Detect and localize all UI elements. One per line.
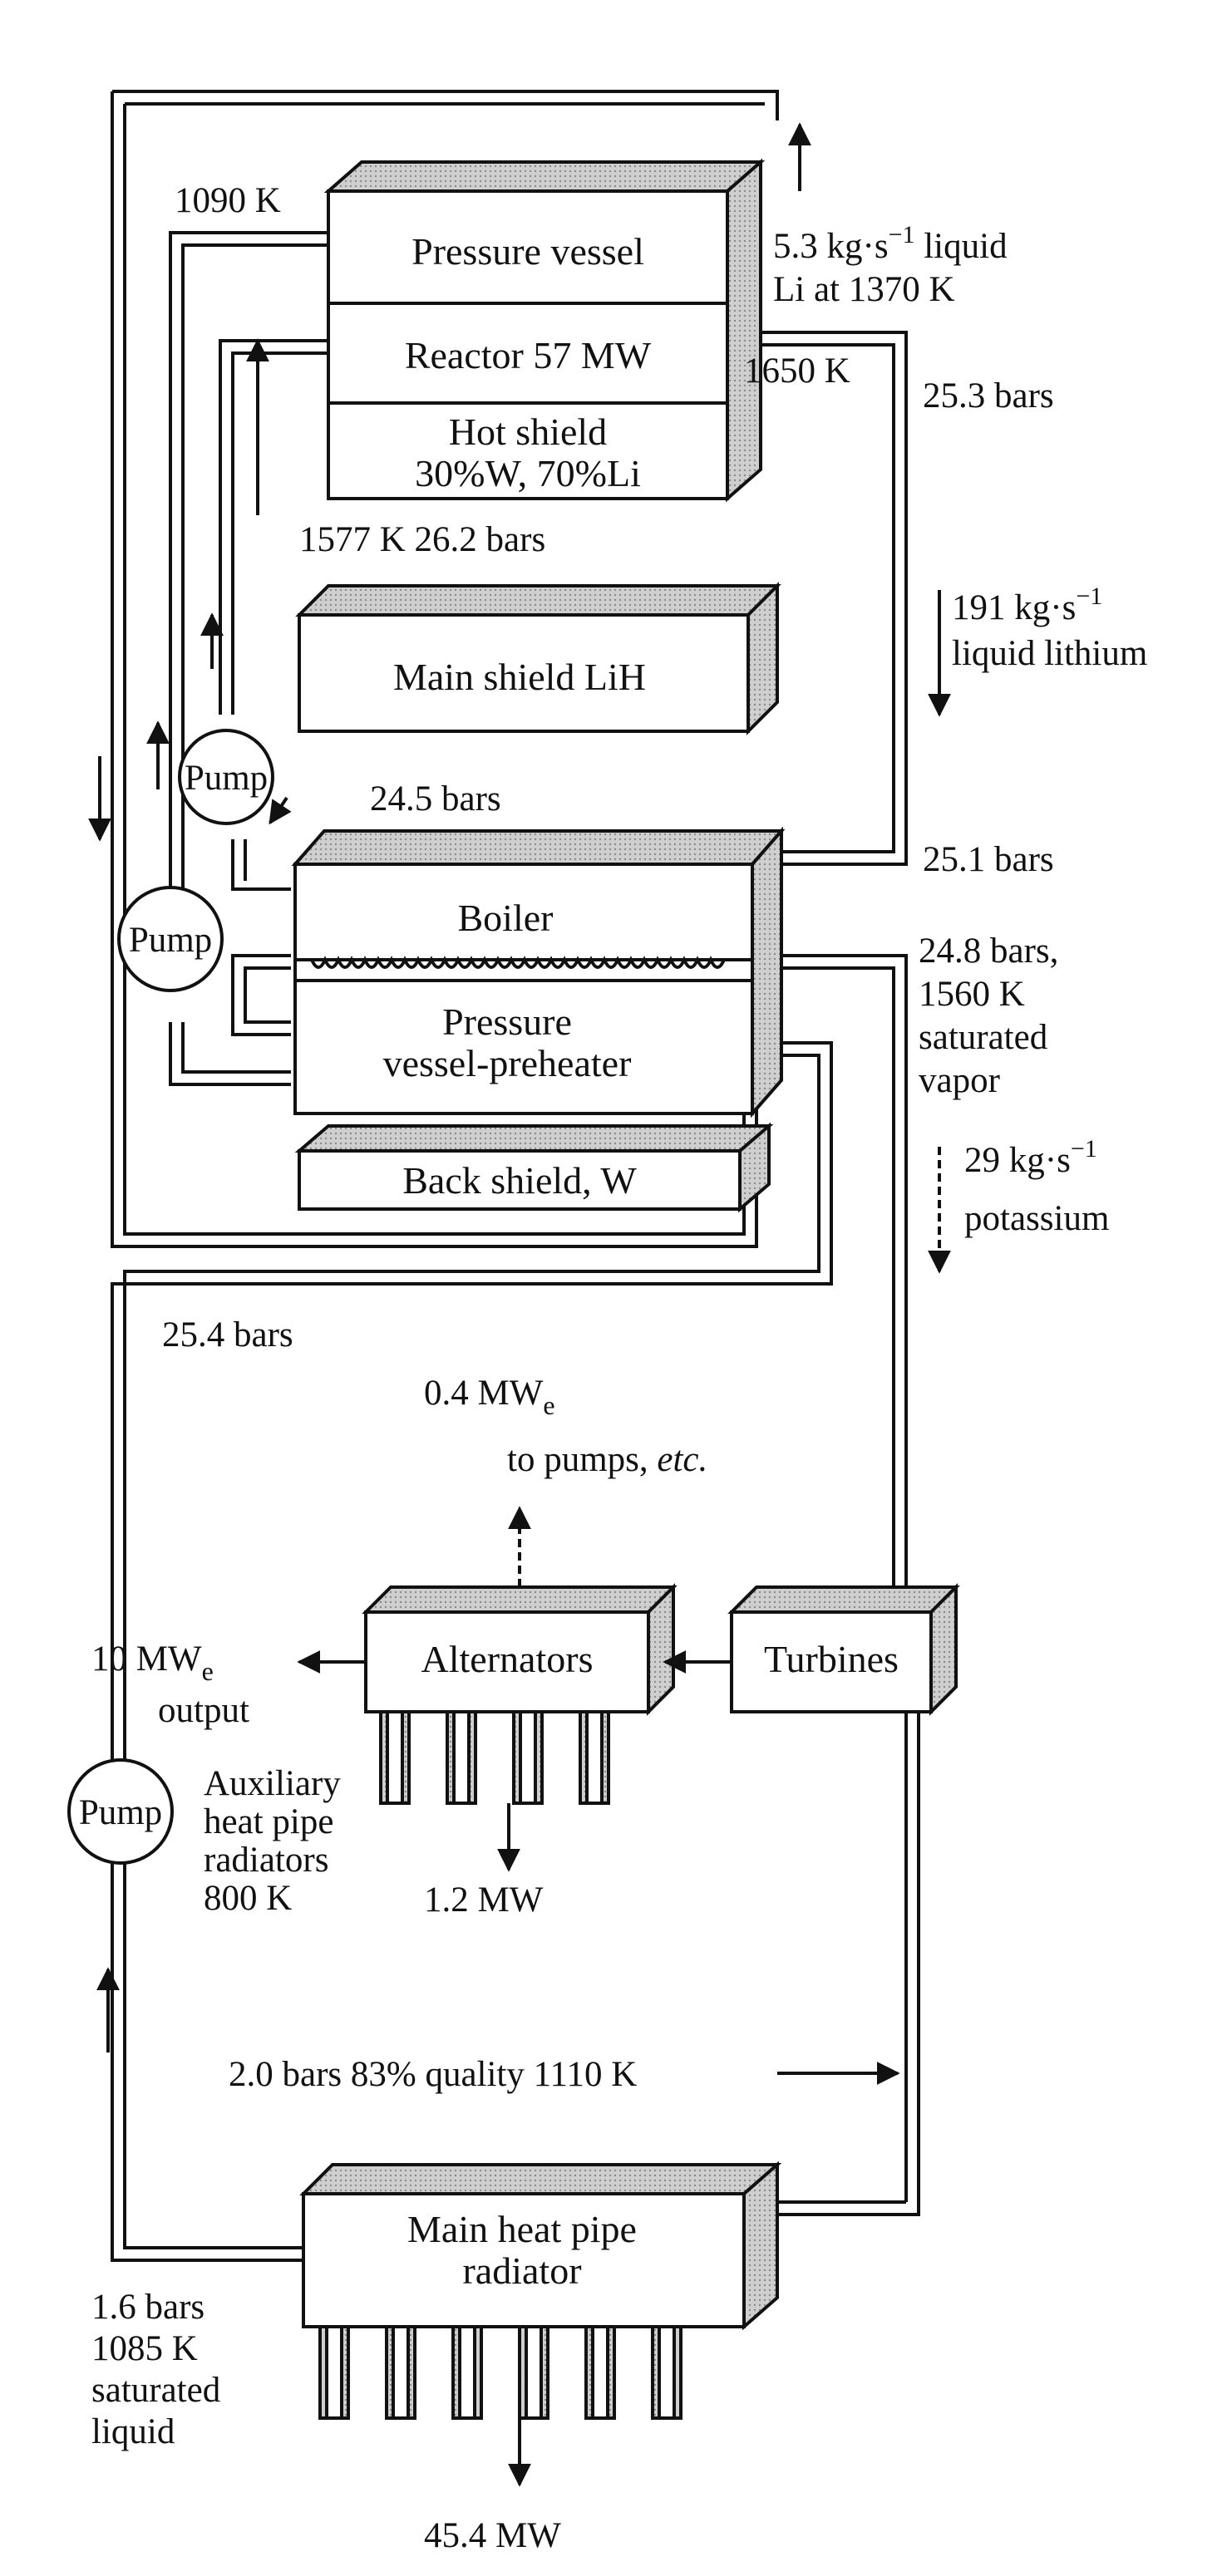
- back-shield-box: [298, 1149, 742, 1211]
- label-liquid-4: liquid: [91, 2412, 175, 2451]
- hot-shield-label-2: 30%W, 70%Li: [415, 452, 641, 494]
- label-liquid-1: 1.6 bars: [91, 2288, 204, 2327]
- label-1577k: 1577 K 26.2 bars: [299, 520, 545, 559]
- label-vapor-3: saturated: [919, 1018, 1047, 1057]
- component-labels: Pressure vessel Reactor 57 MW Hot shield…: [79, 230, 899, 2292]
- alternators-label: Alternators: [421, 1638, 594, 1680]
- label-24-5-bars: 24.5 bars: [370, 779, 501, 819]
- preheater-loop-pipe: [169, 231, 328, 1086]
- turbines-label: Turbines: [764, 1638, 899, 1680]
- label-li-flow-2: liquid lithium: [952, 634, 1147, 673]
- main-shield-box: [298, 613, 750, 733]
- label-liquid-3: saturated: [91, 2371, 220, 2410]
- pressure-vessel-box: [327, 189, 729, 305]
- hot-shield-box: [327, 401, 729, 500]
- label-li-out-1: 5.3 kg·s−1 liquid: [773, 221, 1008, 266]
- label-25-3-bars: 25.3 bars: [923, 376, 1054, 415]
- preheater-to-pump-pipe: [111, 1041, 833, 1770]
- label-main-rad-power: 45.4 MW: [424, 2516, 561, 2555]
- label-aux-power-2: to pumps, etc.: [507, 1440, 707, 1479]
- label-aux-rad-4: 800 K: [204, 1879, 292, 1918]
- pump-1-label: Pump: [185, 759, 268, 798]
- label-k-flow-1: 29 kg·s−1: [964, 1135, 1097, 1180]
- label-output-1: 10 MWe: [91, 1639, 214, 1686]
- preheater-label-1: Pressure: [442, 1000, 572, 1043]
- label-vapor-4: vapor: [919, 1061, 1000, 1100]
- preheater-label-2: vessel-preheater: [383, 1042, 632, 1084]
- label-1090k: 1090 K: [175, 181, 281, 220]
- label-aux-power-1: 0.4 MWe: [424, 1374, 555, 1420]
- label-1650k: 1650 K: [744, 351, 850, 391]
- reactor-label: Reactor 57 MW: [405, 334, 652, 376]
- label-aux-rad-power: 1.2 MW: [424, 1880, 544, 1920]
- label-li-out-2: Li at 1370 K: [773, 270, 955, 309]
- pressure-vessel-label: Pressure vessel: [411, 230, 644, 273]
- hot-shield-label-1: Hot shield: [449, 410, 607, 453]
- turbines-box: [730, 1610, 933, 1713]
- main-radiator-fins: [318, 2325, 682, 2420]
- flow-arrows: [88, 122, 951, 2487]
- label-li-flow-1: 191 kg·s−1: [952, 583, 1102, 627]
- reactor-box: [327, 302, 729, 405]
- boiler-label: Boiler: [458, 897, 554, 939]
- main-radiator-label-1: Main heat pipe: [407, 2208, 637, 2250]
- label-25-1-bars: 25.1 bars: [923, 840, 1054, 879]
- label-liquid-2: 1085 K: [91, 2329, 198, 2368]
- pump-2-circle: [117, 886, 224, 992]
- main-radiator-label-2: radiator: [462, 2249, 581, 2292]
- back-shield-label: Back shield, W: [402, 1159, 637, 1202]
- aux-radiator-fins: [379, 1710, 610, 1805]
- reactor-to-boiler-pipe: [694, 331, 908, 866]
- label-aux-rad-3: radiators: [204, 1841, 328, 1880]
- boiler-coil: [295, 956, 752, 969]
- exhaust-pipe: [742, 1687, 920, 2216]
- label-vapor-1: 24.8 bars,: [919, 932, 1058, 971]
- pump-3-label: Pump: [79, 1793, 162, 1832]
- pumps: [67, 729, 274, 1865]
- label-k-flow-2: potassium: [964, 1199, 1109, 1238]
- pump-2-label: Pump: [129, 921, 212, 960]
- label-aux-rad-1: Auxiliary: [204, 1764, 341, 1803]
- label-25-4-bars: 25.4 bars: [162, 1315, 293, 1354]
- label-aux-rad-2: heat pipe: [204, 1802, 333, 1841]
- label-vapor-2: 1560 K: [919, 975, 1025, 1014]
- boiler-to-reactor-pipe: [219, 339, 328, 891]
- annotations: 1090 K 5.3 kg·s−1 liquid Li at 1370 K 16…: [91, 181, 1147, 2555]
- main-shield-label: Main shield LiH: [393, 656, 646, 698]
- pump-1-circle: [178, 729, 274, 825]
- label-exhaust: 2.0 bars 83% quality 1110 K: [229, 2055, 637, 2094]
- label-output-2: output: [158, 1691, 249, 1730]
- alternators-box: [364, 1610, 650, 1713]
- pump-3-circle: [67, 1758, 174, 1865]
- preheater-box: [293, 979, 754, 1115]
- main-radiator-box: [302, 2192, 746, 2328]
- arrow-pump1-out: [269, 796, 292, 825]
